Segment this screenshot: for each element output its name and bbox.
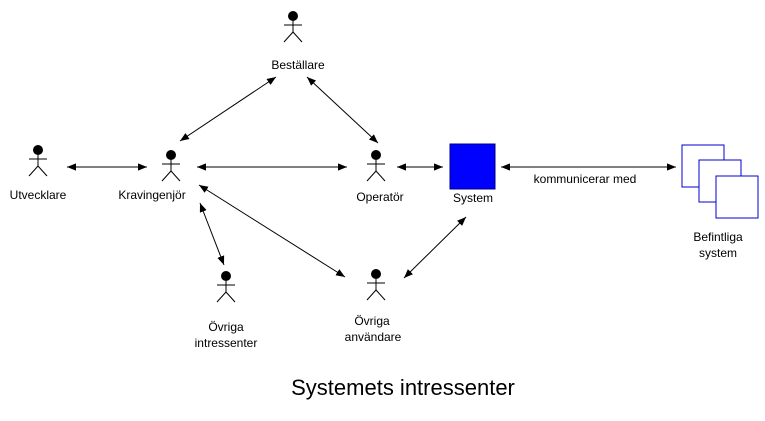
stacked-documents-icon (681, 144, 759, 219)
edge-kravingenjor-ovriga-anvandare (198, 184, 346, 278)
stick-figure-icon (366, 150, 386, 182)
actor-operator: Operatör (356, 150, 404, 204)
actor-ovriga-anvandare: Övriga användare (345, 269, 402, 344)
actor-label-bestallare: Beställare (271, 58, 325, 72)
edge-kravingenjor-ovriga-intressenter (199, 202, 225, 266)
stick-figure-icon (283, 11, 303, 43)
actor-kravingenjor: Kravingenjör (118, 150, 186, 202)
system-label: System (453, 191, 493, 205)
actor-label-kravingenjor: Kravingenjör (118, 188, 185, 202)
system-node: System (449, 143, 496, 205)
actor-label-ovriga-intressenter-line2: intressenter (195, 336, 258, 350)
edges (67, 76, 676, 279)
stick-figure-icon (366, 269, 386, 301)
stick-figure-icon (161, 150, 181, 182)
edge-system-ovriga-anvandare (403, 216, 467, 279)
befintliga-system-node: Befintliga system (681, 144, 759, 260)
actor-label-ovriga-intressenter-line1: Övriga (208, 320, 244, 334)
edge-label-kommunicerar-med: kommunicerar med (534, 172, 637, 186)
actor-ovriga-intressenter: Övriga intressenter (195, 271, 258, 350)
stick-figure-icon (28, 145, 48, 177)
edge-bestallare-operator (306, 76, 379, 144)
befintliga-system-label-line2: system (699, 246, 737, 260)
diagram-title: Systemets intressenter (291, 375, 515, 400)
actor-utvecklare: Utvecklare (10, 145, 67, 202)
actor-label-operator: Operatör (356, 190, 403, 204)
actor-label-utvecklare: Utvecklare (10, 188, 67, 202)
actor-bestallare: Beställare (271, 11, 325, 72)
system-box-icon (449, 143, 496, 190)
actor-label-ovriga-anvandare-line2: användare (345, 330, 402, 344)
edge-bestallare-kravingenjor (179, 76, 277, 142)
actor-label-ovriga-anvandare-line1: Övriga (354, 314, 390, 328)
stick-figure-icon (216, 271, 236, 303)
befintliga-system-label-line1: Befintliga (693, 230, 743, 244)
